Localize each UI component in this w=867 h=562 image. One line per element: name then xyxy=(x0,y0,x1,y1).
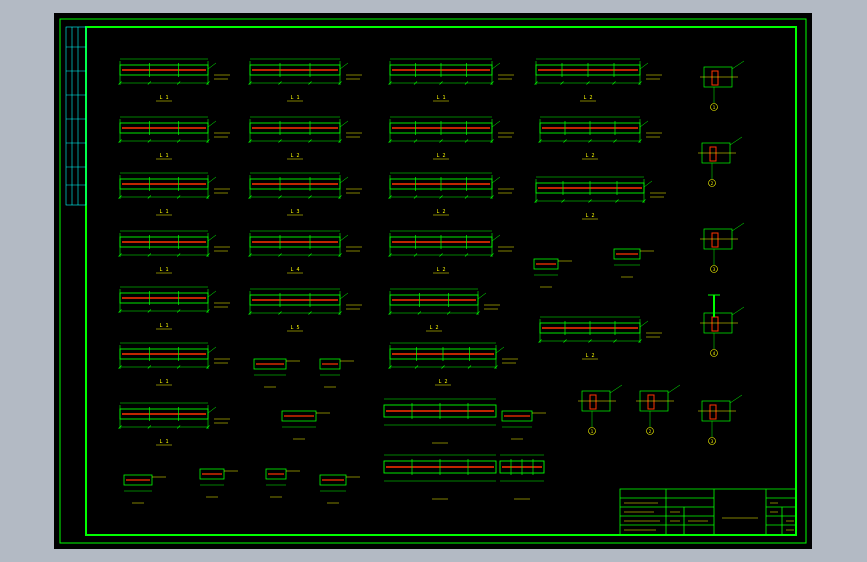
short-beam[interactable] xyxy=(613,248,654,278)
long-beam[interactable] xyxy=(499,454,545,500)
detail-1[interactable]: 1 xyxy=(700,60,745,111)
beam-label: L 1 xyxy=(159,267,168,273)
short-beam[interactable] xyxy=(265,468,300,498)
beam-label: L 1 xyxy=(290,95,299,101)
beam-elevations: L 1 L 1 L 1 L 1 L 1 L 1 L 1 L 1 L 2 L 3 L 4 L 5 L 1 L… xyxy=(118,58,667,504)
outer-frame xyxy=(59,18,807,544)
detail-number: 2 xyxy=(649,429,652,434)
inner-frame xyxy=(85,26,797,536)
beam-ll7[interactable]: L 1 xyxy=(118,402,231,446)
beam-lr3[interactable]: L 3 xyxy=(248,172,363,216)
detail-number: 4 xyxy=(713,351,716,356)
detail-number: 2 xyxy=(711,181,714,186)
beam-ld4[interactable]: L 2 xyxy=(538,316,663,360)
short-beam[interactable] xyxy=(533,258,572,288)
title-block-scribble xyxy=(624,502,794,531)
beam-lc1[interactable]: L 1 xyxy=(388,58,515,102)
beam-label: L 3 xyxy=(290,209,299,215)
beam-lc3[interactable]: L 2 xyxy=(388,172,515,216)
beam-ll4[interactable]: L 1 xyxy=(118,230,231,274)
short-beam[interactable] xyxy=(199,468,238,498)
binding-strip xyxy=(65,26,87,206)
beam-label: L 1 xyxy=(159,95,168,101)
detail-4[interactable]: 4 xyxy=(700,306,745,357)
beam-label: L 2 xyxy=(438,379,447,385)
beam-label: L 1 xyxy=(159,323,168,329)
detail-6[interactable]: 2 xyxy=(636,384,681,435)
beam-label: L 1 xyxy=(436,95,445,101)
beam-label: L 2 xyxy=(585,353,594,359)
beam-ld1[interactable]: L 2 xyxy=(534,58,663,102)
beam-label: L 1 xyxy=(159,209,168,215)
short-beam[interactable] xyxy=(319,358,354,388)
short-beam[interactable] xyxy=(253,358,300,388)
detail-2[interactable]: 2 xyxy=(698,136,743,187)
beam-ll3[interactable]: L 1 xyxy=(118,172,231,216)
detail-5[interactable]: 1 xyxy=(578,384,623,435)
beam-label: L 2 xyxy=(585,213,594,219)
short-beam[interactable] xyxy=(319,474,360,504)
beam-ld3[interactable]: L 2 xyxy=(534,176,667,220)
beam-lc5[interactable]: L 2 xyxy=(388,288,501,332)
beam-ll5[interactable]: L 1 xyxy=(118,286,231,330)
title-block xyxy=(619,488,797,536)
detail-number: 1 xyxy=(591,429,594,434)
beam-ll6[interactable]: L 1 xyxy=(118,342,231,386)
long-beam[interactable] xyxy=(383,454,497,500)
beam-lr4[interactable]: L 4 xyxy=(248,230,363,274)
beam-lc4[interactable]: L 2 xyxy=(388,230,515,274)
detail-number: 1 xyxy=(713,105,716,110)
beam-lr2[interactable]: L 2 xyxy=(248,116,363,160)
long-beam[interactable] xyxy=(383,398,497,444)
detail-number: 3 xyxy=(711,439,714,444)
short-beam[interactable] xyxy=(501,410,546,440)
short-beam[interactable] xyxy=(281,410,330,440)
drawing-sheet[interactable]: L 1 L 1 L 1 L 1 L 1 L 1 L 1 L 1 L 2 L 3 L 4 L 5 L 1 L… xyxy=(54,13,812,549)
beam-ld2[interactable]: L 2 xyxy=(538,116,663,160)
beam-label: L 2 xyxy=(436,209,445,215)
beam-label: L 1 xyxy=(159,379,168,385)
beam-label: L 2 xyxy=(583,95,592,101)
beam-label: L 2 xyxy=(429,325,438,331)
beam-label: L 5 xyxy=(290,325,299,331)
beam-label: L 2 xyxy=(585,153,594,159)
section-details: 1 2 3 4 1 2 3 xyxy=(578,60,745,445)
beam-lr1[interactable]: L 1 xyxy=(248,58,363,102)
beam-label: L 1 xyxy=(159,439,168,445)
detail-3[interactable]: 3 xyxy=(700,222,745,273)
beam-label: L 4 xyxy=(290,267,299,273)
beam-label: L 2 xyxy=(436,153,445,159)
detail-number: 3 xyxy=(713,267,716,272)
beam-lr5[interactable]: L 5 xyxy=(248,288,363,332)
drawing-canvas[interactable]: L 1 L 1 L 1 L 1 L 1 L 1 L 1 L 1 L 2 L 3 L 4 L 5 L 1 L… xyxy=(54,13,812,549)
beam-lc2[interactable]: L 2 xyxy=(388,116,515,160)
beam-label: L 2 xyxy=(290,153,299,159)
short-beam[interactable] xyxy=(123,474,166,504)
beam-lc6[interactable]: L 2 xyxy=(388,342,519,386)
beam-ll1[interactable]: L 1 xyxy=(118,58,231,102)
detail-7[interactable]: 3 xyxy=(698,394,743,445)
beam-ll2[interactable]: L 1 xyxy=(118,116,231,160)
beam-label: L 1 xyxy=(159,153,168,159)
beam-label: L 2 xyxy=(436,267,445,273)
